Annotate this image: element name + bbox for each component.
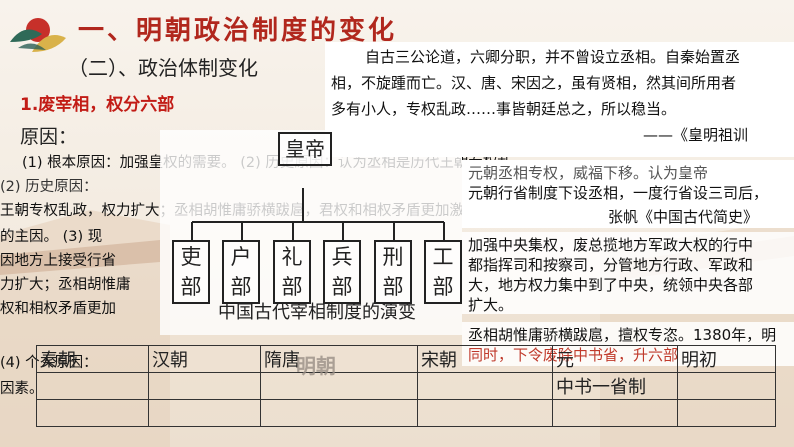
table-row: 秦朝 汉朝 隋唐 宋朝 元 明初 bbox=[36, 345, 776, 373]
evolution-title: 中国古代宰相制度的演变 bbox=[218, 302, 416, 323]
page-title: 一、明朝政治制度的变化 bbox=[78, 16, 398, 46]
section-point-label: 1.废宰相，权分六部 bbox=[20, 95, 175, 115]
ministry-node-rites: 礼部 bbox=[273, 240, 311, 304]
ministry-org-chart: 皇帝 吏部 户部 礼部 兵部 刑部 工部 bbox=[160, 130, 462, 335]
quote-line: 多有小人，专权乱政……事皆朝廷总之，所以稳当。 bbox=[331, 100, 677, 118]
right-note-panel: 元朝丞相专权，威福下移。认为皇帝 元朝行省制度下设丞相，一度行省设三司后， 张帆… bbox=[462, 160, 794, 228]
right-note-line: 大，地方权力集中到了中央，统领中央各部 bbox=[468, 276, 754, 294]
table-cell bbox=[148, 399, 261, 427]
right-note-line: 都指挥司和按察司，分管地方行政、军政和 bbox=[468, 256, 754, 274]
ministry-node-personnel: 吏部 bbox=[172, 240, 210, 304]
overlay-dynasty-label: 明朝 bbox=[296, 354, 336, 378]
table-cell: 中书一省制 bbox=[552, 372, 678, 400]
table-cell: 秦朝 bbox=[36, 345, 149, 373]
ministry-node-war: 兵部 bbox=[323, 240, 361, 304]
right-note-line: 元朝丞相专权，威福下移。认为皇帝 bbox=[468, 164, 709, 182]
table-cell bbox=[417, 399, 553, 427]
table-cell: 明初 bbox=[677, 345, 776, 373]
ministry-node-works: 工部 bbox=[424, 240, 462, 304]
fan-decoration-icon bbox=[2, 8, 72, 58]
chancellor-evolution-table: 秦朝 汉朝 隋唐 宋朝 元 明初 中书一省制 bbox=[36, 345, 776, 427]
table-row bbox=[36, 399, 776, 427]
right-note-line: 扩大。 bbox=[468, 296, 514, 314]
right-note-line: 元朝行省制度下设丞相，一度行省设三司后， bbox=[468, 184, 769, 202]
table-cell bbox=[260, 372, 418, 400]
table-cell bbox=[260, 399, 418, 427]
section-subtitle: （二）、政治体制变化 bbox=[68, 56, 258, 80]
reason-line: 因地方上接受行省 bbox=[0, 253, 116, 269]
table-cell bbox=[677, 399, 776, 427]
ministry-node-justice: 刑部 bbox=[374, 240, 412, 304]
quote-source: ——《皇明祖训 bbox=[643, 126, 749, 144]
quote-line: 相，不旋踵而亡。汉、唐、宋因之，虽有贤相，然其间所用者 bbox=[331, 74, 737, 92]
table-cell bbox=[417, 372, 553, 400]
table-cell: 元 bbox=[552, 345, 678, 373]
quote-line: 自古三公论道，六卿分职，并不曾设立丞相。自秦始置丞 bbox=[365, 48, 741, 66]
table-cell: 宋朝 bbox=[417, 345, 553, 373]
table-cell bbox=[36, 372, 149, 400]
emperor-node: 皇帝 bbox=[278, 132, 332, 166]
table-row: 中书一省制 bbox=[36, 372, 776, 400]
right-note-line: 丞相胡惟庸骄横跋扈，擅权专恣。1380年，明 bbox=[468, 326, 777, 344]
table-cell: 汉朝 bbox=[148, 345, 261, 373]
table-cell: 隋唐 bbox=[260, 345, 418, 373]
table-cell bbox=[552, 399, 678, 427]
right-note-line: 加强中央集权，废总揽地方军政大权的行中 bbox=[468, 236, 754, 254]
right-note-source: 张帆《中国古代简史》 bbox=[608, 208, 759, 226]
ministry-node-revenue: 户部 bbox=[222, 240, 260, 304]
table-cell bbox=[36, 399, 149, 427]
reason-line: 的主因。 (3) 现 bbox=[0, 229, 103, 245]
reason-line: 力扩大；丞相胡惟庸 bbox=[0, 277, 131, 293]
table-cell bbox=[148, 372, 261, 400]
table-cell bbox=[677, 372, 776, 400]
right-note-panel-2: 加强中央集权，废总揽地方军政大权的行中 都指挥司和按察司，分管地方行政、军政和 … bbox=[462, 232, 794, 314]
reason-line: 权和相权矛盾更加 bbox=[0, 301, 116, 317]
reasons-heading: 原因： bbox=[20, 126, 78, 148]
quote-panel: 自古三公论道，六卿分职，并不曾设立丞相。自秦始置丞 相，不旋踵而亡。汉、唐、宋因… bbox=[325, 42, 794, 157]
reason-line: 因素。 bbox=[0, 381, 44, 397]
reason-line: (2) 历史原因： bbox=[0, 179, 98, 195]
